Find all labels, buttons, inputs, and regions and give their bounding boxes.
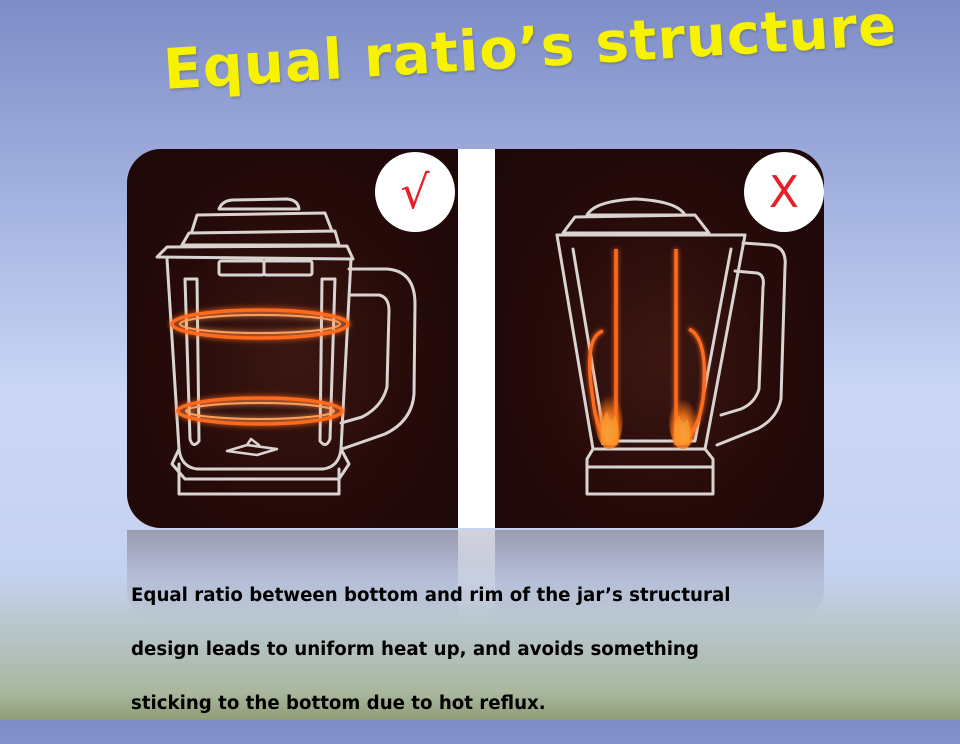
slide-title: Equal ratio’s structure: [161, 0, 899, 103]
caption-line: sticking to the bottom due to hot reflux…: [131, 693, 546, 714]
flame-icon: [595, 389, 697, 449]
cross-mark-icon: X: [768, 166, 800, 218]
comparison-panels: √ X: [127, 149, 824, 528]
caption-line: design leads to uniform heat up, and avo…: [131, 639, 699, 660]
tapered-jar-illustration: [555, 197, 787, 496]
reflection-divider: [458, 530, 495, 620]
equal-ratio-jar-illustration: [155, 197, 417, 496]
slide-caption: Equal ratio between bottom and rim of th…: [131, 555, 811, 744]
caption-line: Equal ratio between bottom and rim of th…: [131, 585, 731, 606]
panel-reflection: [127, 530, 824, 620]
check-mark-icon: √: [400, 165, 430, 219]
check-mark-badge: √: [375, 152, 455, 232]
cross-mark-badge: X: [744, 152, 824, 232]
equal-ratio-jar-panel: [127, 149, 458, 528]
panel-divider: [458, 149, 495, 528]
